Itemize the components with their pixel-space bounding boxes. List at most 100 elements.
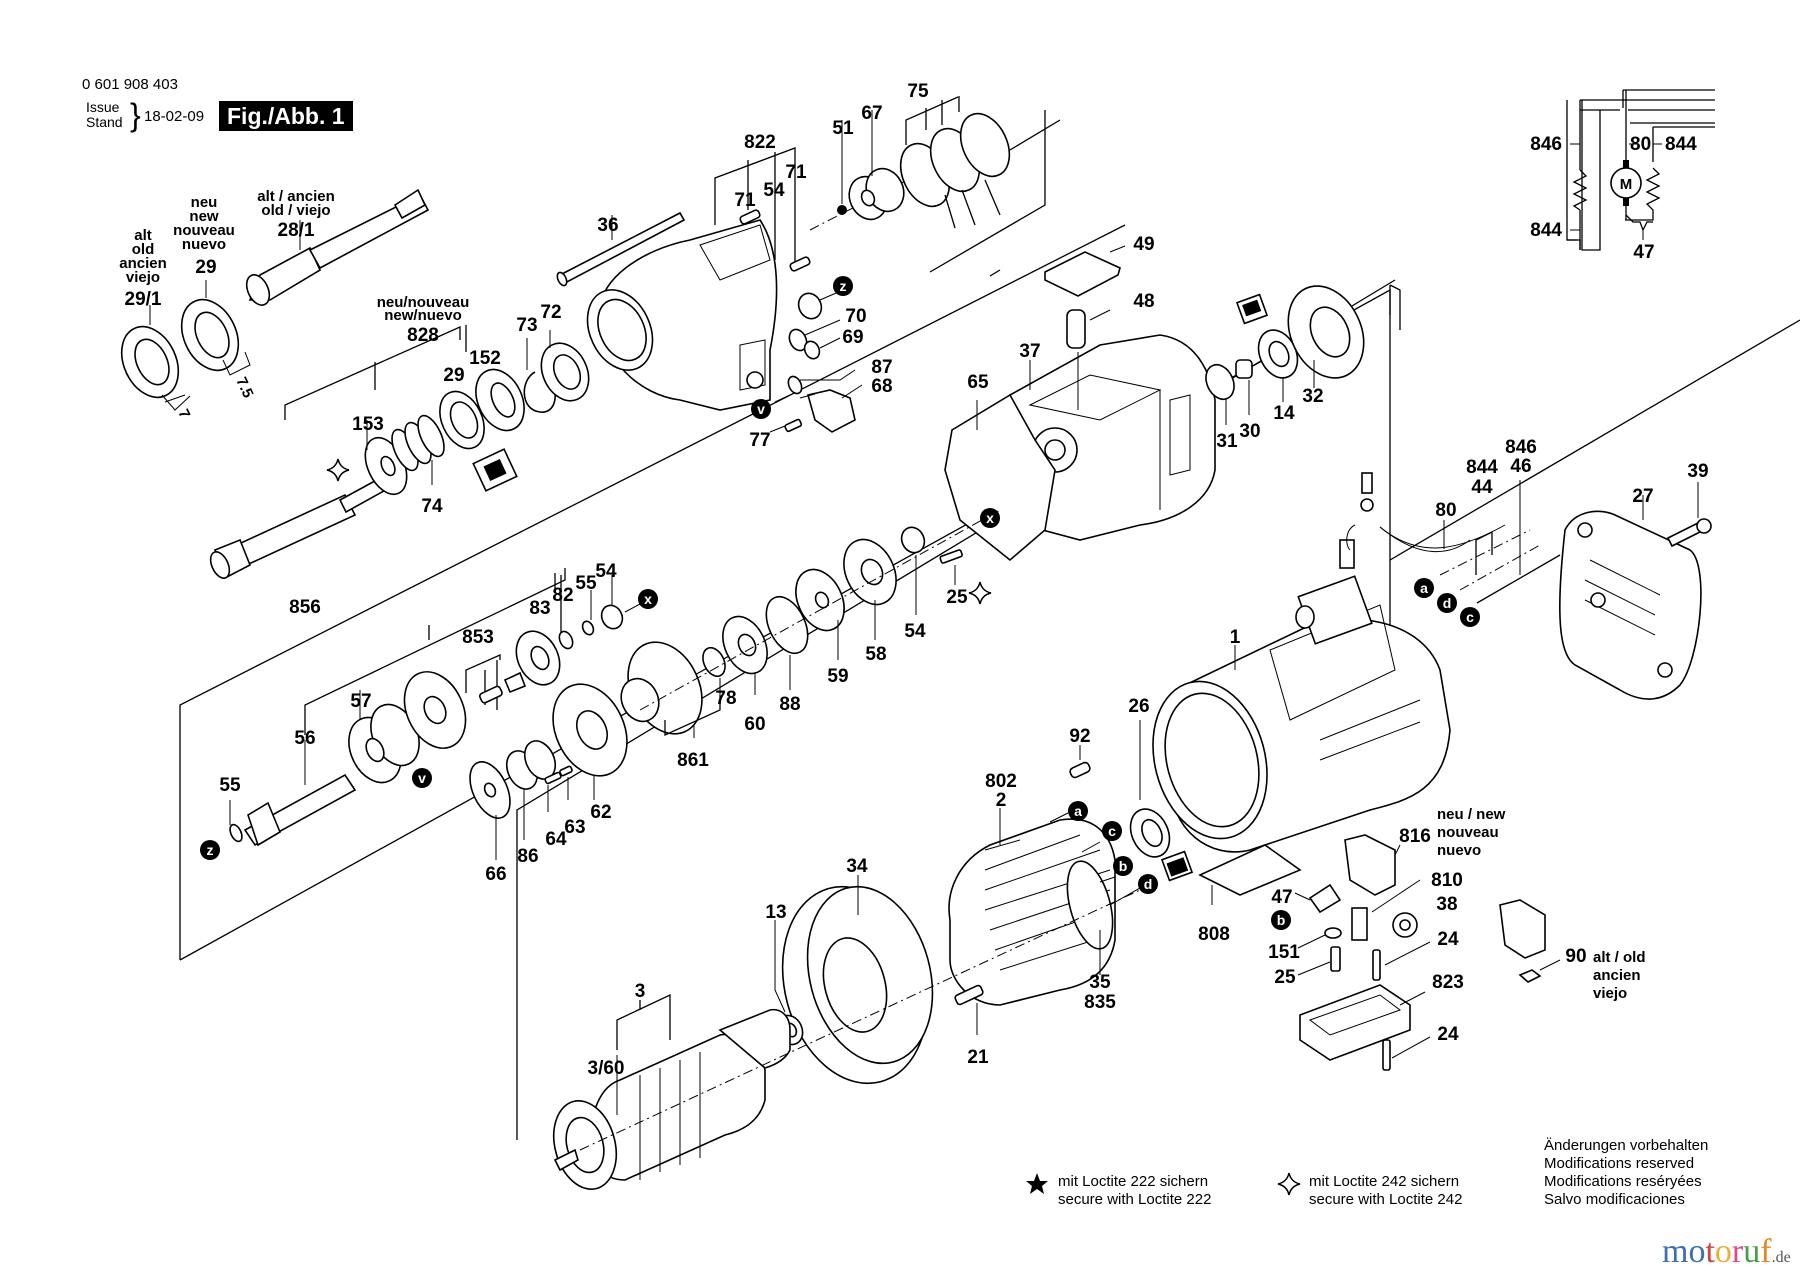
label-86: 86 — [517, 846, 538, 867]
marker-x-housing: x — [980, 508, 1000, 528]
svg-text:d: d — [1443, 595, 1452, 611]
svg-text:mit Loctite 222 sichern: mit Loctite 222 sichern — [1058, 1173, 1208, 1190]
label-808: 808 — [1198, 924, 1230, 945]
issue-date: 18-02-09 — [144, 108, 205, 125]
label-77: 77 — [749, 430, 770, 451]
svg-text:old: old — [132, 241, 155, 258]
axis-line-motor — [579, 889, 1141, 1151]
svg-text:Änderungen vorbehalten: Änderungen vorbehalten — [1544, 1137, 1708, 1154]
svg-text:neu: neu — [191, 194, 218, 211]
part-86-sleeve — [505, 740, 557, 840]
part-58-clutch — [843, 538, 897, 640]
label-82: 82 — [552, 585, 573, 606]
label-68: 68 — [871, 376, 892, 397]
label-66: 66 — [485, 864, 506, 885]
part-65-gasket — [944, 393, 1056, 562]
part-92-pin — [1069, 745, 1091, 779]
svg-text:nouveau: nouveau — [173, 222, 235, 239]
part-151-washer — [1297, 927, 1342, 949]
wire-44 — [1439, 529, 1531, 576]
svg-text:M: M — [1620, 176, 1633, 193]
label-65: 65 — [967, 372, 989, 393]
marker-a-wire: a — [1414, 578, 1434, 598]
part-25-screw-a — [939, 549, 963, 585]
label-57: 57 — [350, 691, 371, 712]
issue-label-en: Issue — [86, 99, 120, 115]
label-44: 44 — [1471, 477, 1493, 498]
part-3-armature — [552, 993, 791, 1190]
watermark-letter: o — [1688, 1233, 1706, 1270]
svg-text:viejo: viejo — [1593, 985, 1627, 1002]
part-54-bushing-b — [600, 575, 624, 630]
label-48: 48 — [1133, 291, 1154, 312]
axis-line-gear — [639, 509, 1001, 711]
label-25-a: 25 — [946, 587, 968, 608]
frame-gear-group — [179, 224, 1391, 961]
svg-text:mit Loctite 242 sichern: mit Loctite 242 sichern — [1309, 1173, 1459, 1190]
legend-modifications: Änderungen vorbehalten Modifications res… — [1544, 1137, 1708, 1208]
svg-text:nuevo: nuevo — [182, 236, 226, 253]
part-83-washer — [515, 630, 561, 686]
grease-icon — [472, 448, 518, 492]
svg-text:new: new — [189, 208, 219, 225]
part-66-washer — [469, 761, 511, 860]
label-24-b: 24 — [1437, 1024, 1459, 1045]
label-152: 152 — [469, 348, 501, 369]
part-36-screw — [556, 211, 686, 287]
svg-text:z: z — [840, 278, 847, 294]
label-3-60: 3/60 — [588, 1058, 625, 1079]
svg-text:x: x — [986, 510, 994, 526]
label-29-b: 29 — [443, 365, 464, 386]
part-67-bushing — [848, 110, 905, 221]
dimension-7-label: 7 — [174, 407, 193, 422]
dimension-7 — [161, 394, 191, 411]
svg-text:alt / old: alt / old — [1593, 949, 1646, 966]
svg-text:ancien: ancien — [1593, 967, 1641, 984]
label-835: 835 — [1084, 992, 1116, 1013]
part-28-1-shaft — [245, 188, 430, 306]
part-31-seal — [1205, 363, 1235, 425]
part-number: 0 601 908 403 — [82, 76, 178, 93]
note-new-828: neu/nouveau new/nuevo — [377, 294, 470, 324]
part-54-bushing-c — [900, 526, 926, 615]
svg-text:alt / ancien: alt / ancien — [257, 188, 335, 205]
label-816: 816 — [1399, 826, 1431, 847]
label-54-a: 54 — [763, 180, 785, 201]
label-80: 80 — [1435, 500, 1456, 521]
label-92: 92 — [1069, 726, 1090, 747]
four-point-star-outline-icon — [1277, 1172, 1301, 1196]
label-846: 846 — [1505, 437, 1537, 458]
resistor-left — [1572, 169, 1588, 211]
label-151: 151 — [1268, 942, 1300, 963]
label-861: 861 — [677, 750, 709, 771]
callout-844-44 — [1475, 530, 1493, 575]
part-57-gear — [348, 703, 420, 784]
part-87-oring — [787, 375, 803, 395]
svg-text:Modifications reserved: Modifications reserved — [1544, 1155, 1694, 1172]
part-71-pin-b — [789, 256, 811, 272]
motor-symbol — [1610, 167, 1642, 199]
svg-text:ancien: ancien — [119, 255, 167, 272]
watermark-letter: m — [1662, 1233, 1689, 1270]
part-810-brush — [1351, 879, 1421, 941]
star-icon — [1026, 1173, 1048, 1194]
watermark-logo: motoruf.de — [1662, 1233, 1791, 1271]
label-47-b: 47 — [1271, 887, 1292, 908]
label-59: 59 — [827, 666, 848, 687]
label-822: 822 — [744, 132, 776, 153]
label-26: 26 — [1128, 696, 1149, 717]
label-29: 29 — [195, 257, 216, 278]
svg-text:neu/nouveau: neu/nouveau — [377, 294, 470, 311]
part-24-screw-a — [1372, 941, 1431, 981]
part-26-bearing — [1129, 720, 1171, 858]
label-90: 90 — [1565, 946, 1586, 967]
watermark-letter: o — [1714, 1233, 1732, 1270]
marker-v-top: v — [751, 399, 771, 419]
note-new-816: neu / new nouveau nuevo — [1437, 806, 1506, 859]
part-55-ring-a — [581, 590, 595, 636]
part-808-plate — [1198, 844, 1302, 905]
label-67: 67 — [861, 103, 882, 124]
part-82-ring — [558, 630, 574, 650]
svg-text:neu / new: neu / new — [1437, 806, 1506, 823]
